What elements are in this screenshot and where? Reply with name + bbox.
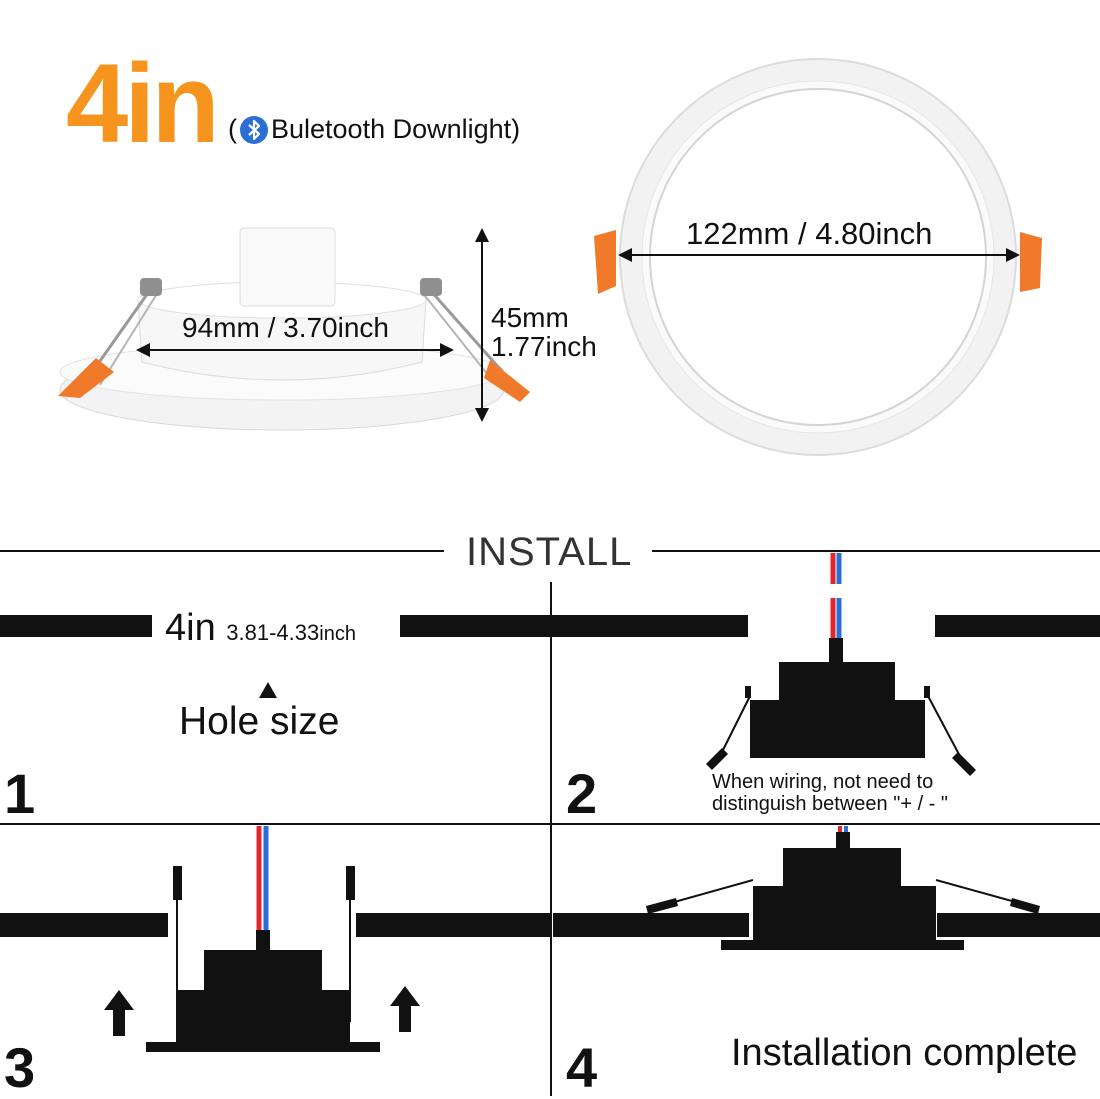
panel1-ceiling [0,615,551,698]
up-arrow-icon-left [104,990,134,1036]
wiring-note-line1: When wiring, not need to [712,771,934,793]
install-title: INSTALL [466,530,633,574]
product-subtitle: ( Buletooth Downlight) [228,114,520,145]
step-number-2: 2 [566,762,598,825]
hole-unit: inch [319,623,356,645]
product-size-title: 4in [66,41,220,166]
panel4-complete [553,826,1100,950]
hole-dimension-label: 4in 3.81-4.33inch [165,607,356,650]
step-number-3: 3 [4,1036,36,1099]
installation-complete-label: Installation complete [731,1032,1078,1074]
downlight-trim-ring [594,58,1042,456]
subtitle-text: Buletooth Downlight) [271,114,521,144]
trim-diameter-label: 122mm / 4.80inch [686,216,933,251]
wiring-note-line2: distinguish between "+ / - " [712,793,948,815]
panel3-insert [0,826,551,1052]
hole-range: 3.81-4.33 [226,620,320,645]
hole-arrow-icon [259,682,277,698]
downlight-side-view [58,227,530,431]
hole-main: 4in [165,607,216,649]
wiring-note: When wiring, not need to distinguish bet… [712,771,948,815]
height-mm-label: 45mm [491,302,569,333]
side-diameter-label: 94mm / 3.70inch [182,312,389,343]
bluetooth-icon [239,115,269,145]
step-number-1: 1 [4,762,36,825]
hole-size-caption: Hole size [179,700,340,743]
subtitle-open-paren: ( [228,114,237,144]
height-inch-label: 1.77inch [491,331,597,362]
panel2-wiring [551,553,1100,776]
step-number-4: 4 [566,1036,598,1099]
up-arrow-icon-right [390,986,420,1032]
